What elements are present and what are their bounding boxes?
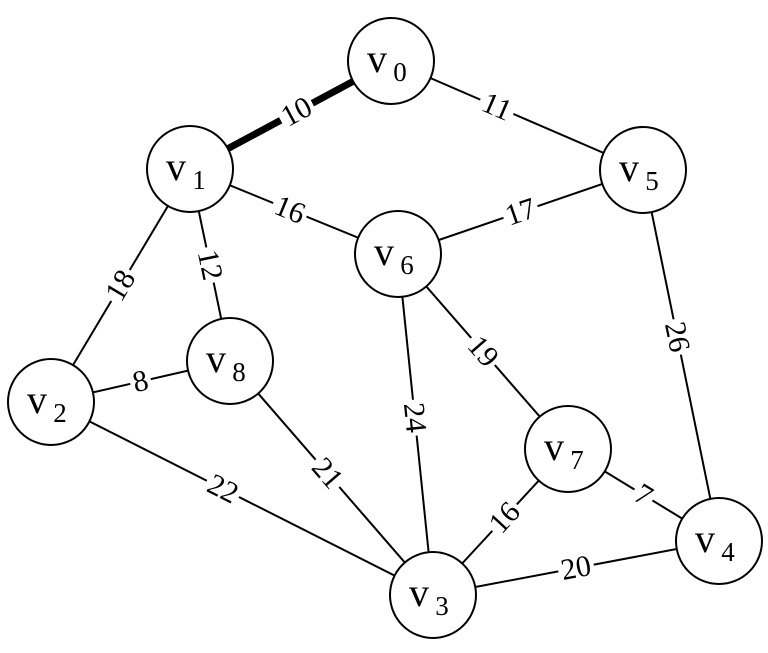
edge-weight-label: 19 <box>459 328 507 375</box>
edge-weight: 20 <box>558 549 594 587</box>
node-circle <box>675 497 763 585</box>
node-label: v <box>544 424 564 469</box>
edge-weight: 8 <box>130 364 152 400</box>
node-label-base: v <box>166 144 186 189</box>
edge-weight-background <box>481 494 528 542</box>
node-label: v <box>367 36 387 81</box>
edge-weight-background <box>273 90 320 134</box>
edge-weight-background <box>459 328 507 375</box>
edge-line <box>390 60 644 171</box>
node-circle <box>347 17 435 105</box>
edge-weight: 21 <box>305 451 350 495</box>
node-label-base: v <box>27 377 47 422</box>
node-label-subscript: 2 <box>53 398 67 428</box>
edge-weight-background <box>98 262 143 309</box>
node-label-subscript: 6 <box>400 250 414 280</box>
edge-v1-v6: 16 <box>189 168 399 255</box>
edge-v5-v4: 26 <box>642 169 720 542</box>
node-label-base: v <box>374 229 394 274</box>
edge-weight: 18 <box>99 264 143 307</box>
node-circle <box>524 405 612 493</box>
node-label-base: v <box>619 145 639 190</box>
edge-weight-background <box>498 191 543 233</box>
edge-weight-background <box>555 549 597 587</box>
edge-weight-label: 21 <box>304 449 351 497</box>
edge-weight-label: 22 <box>200 467 246 511</box>
edge-weight-background <box>126 364 155 399</box>
edge-weight-label: 16 <box>267 189 313 231</box>
edge-weight: 12 <box>191 247 229 283</box>
node-circle <box>389 551 477 639</box>
node-circle <box>186 317 274 405</box>
node-label-base: v <box>367 36 387 81</box>
edge-weight-label: 26 <box>658 316 696 358</box>
edge-weight-label: 17 <box>498 191 543 233</box>
edge-weight-label: 18 <box>98 262 143 309</box>
edge-v6-v3: 24 <box>397 253 434 596</box>
node-label-subscript: 5 <box>645 166 659 196</box>
edge-weight: 11 <box>477 86 517 128</box>
edge-v8-v3: 21 <box>229 360 434 596</box>
node-label: v <box>27 377 47 422</box>
edge-weight-background <box>398 398 432 438</box>
edge-weight: 10 <box>276 90 318 133</box>
node-label-subscript: 7 <box>570 445 584 475</box>
node-label-subscript: 8 <box>232 357 246 387</box>
node-circle <box>7 358 95 446</box>
node-circle <box>354 210 442 298</box>
node-label: v <box>619 145 639 190</box>
node-label-subscript: 4 <box>721 537 735 567</box>
node-label-base: v <box>695 516 715 561</box>
edge-weight: 24 <box>397 401 433 434</box>
node-label: v <box>166 144 186 189</box>
edge-weight-label: 11 <box>474 85 520 128</box>
edge-weight-background <box>200 467 246 511</box>
node-label: v <box>374 229 394 274</box>
edge-weight-label: 12 <box>191 244 229 286</box>
edge-v3-v4: 20 <box>432 540 720 596</box>
edge-weight-background <box>304 449 351 497</box>
edge-weight-background <box>474 85 520 128</box>
edge-line <box>642 169 720 542</box>
edge-weight: 26 <box>658 319 696 355</box>
edge-weight-background <box>267 189 313 231</box>
edge-weight-background <box>658 316 696 358</box>
edge-weight-label: 8 <box>126 364 155 400</box>
node-label-base: v <box>206 336 226 381</box>
edge-weight-background <box>626 476 661 514</box>
node-label-subscript: 1 <box>192 165 206 195</box>
edge-weight-label: 20 <box>555 549 597 587</box>
edge-line <box>50 401 434 596</box>
node-circle <box>146 125 234 213</box>
edge-v2-v3: 22 <box>50 401 434 596</box>
edge-weight-label: 24 <box>397 398 433 438</box>
node-label: v <box>695 516 715 561</box>
edge-weight-label: 10 <box>273 90 320 134</box>
node-circle <box>599 126 687 214</box>
node-label-subscript: 0 <box>393 57 407 87</box>
node-label: v <box>409 570 429 615</box>
node-label: v <box>206 336 226 381</box>
node-label-subscript: 3 <box>435 591 449 621</box>
edge-weight-label: 7 <box>626 476 661 514</box>
edge-weight: 16 <box>270 189 310 231</box>
edge-weight-background <box>191 244 229 286</box>
node-label-base: v <box>544 424 564 469</box>
edge-weight: 19 <box>461 329 506 373</box>
node-label-base: v <box>409 570 429 615</box>
edge-weight: 22 <box>202 467 244 510</box>
